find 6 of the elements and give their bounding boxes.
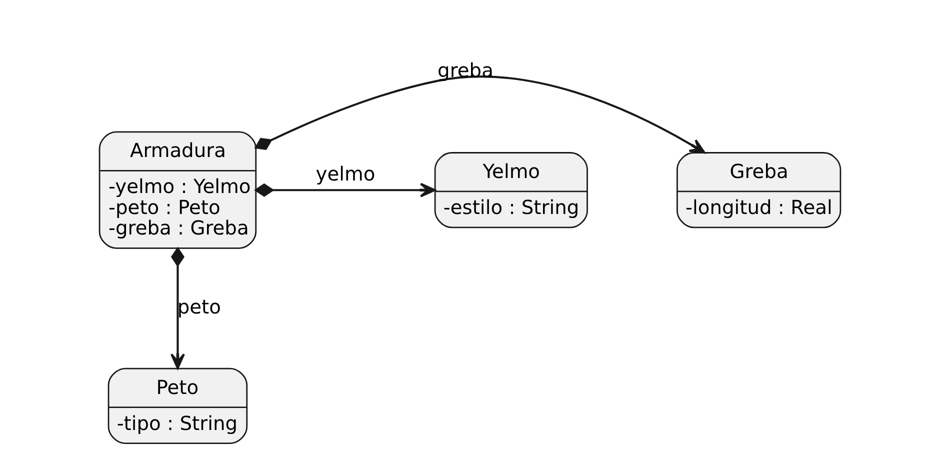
edge-label: greba (438, 58, 494, 82)
arrow (254, 76, 706, 154)
arrow (254, 182, 436, 198)
edge-label: yelmo (316, 162, 376, 186)
edge-label: peto (177, 296, 221, 319)
arrow (170, 246, 185, 370)
